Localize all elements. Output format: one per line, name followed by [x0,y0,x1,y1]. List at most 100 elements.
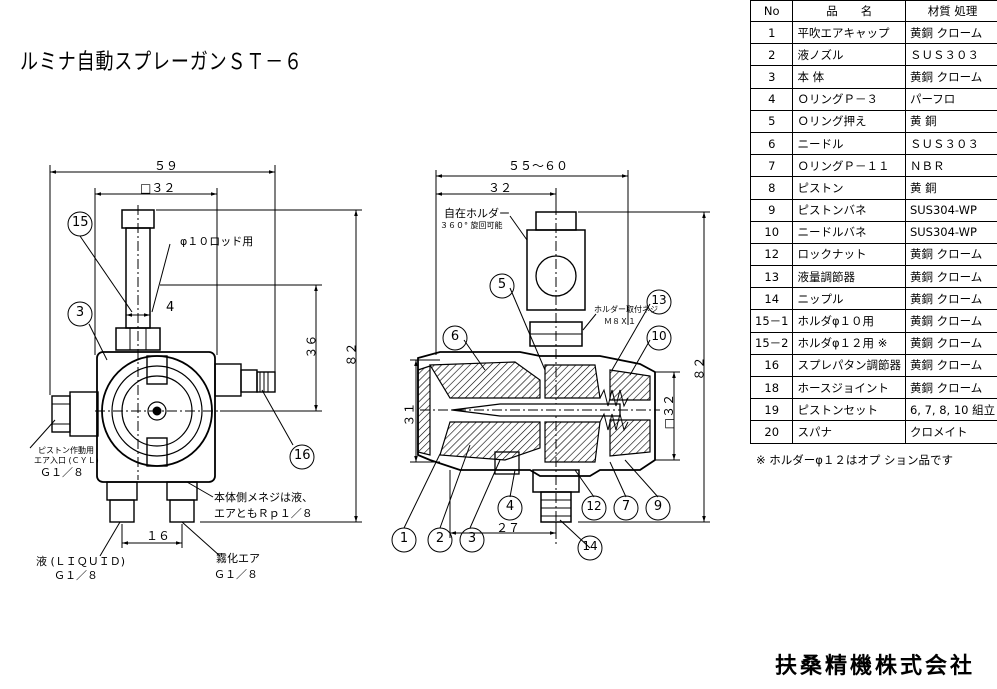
part-name: ホースジョイント [792,375,906,400]
part-name: ホルダφ１０用 [792,309,906,333]
dim-27: ２７ [496,521,521,535]
table-note: ※ ホルダーφ１２はオプ ション品です [756,453,954,467]
dim-sq32-side: □３２ [662,393,677,430]
header-material: 材質 処理 [904,0,997,22]
part-number: 16 [749,353,794,378]
company-name: 扶桑精機株式会社 [775,654,976,679]
part-number: 6 [749,131,794,156]
atomize-thread: Ｇ１／８ [214,568,258,581]
part-name: ニップル [792,287,906,311]
balloon-5: 5 [497,277,507,292]
balloon-6: 6 [450,329,460,344]
balloon-13: 13 [651,293,667,307]
balloon-15: 15 [72,215,89,230]
balloon-3-side: 3 [467,531,477,546]
part-name: 液量調節器 [792,265,906,289]
part-material: ＮＢＲ [904,154,997,178]
part-number: 3 [749,65,794,89]
part-material: 黄銅 クローム [904,287,997,311]
part-name: 平吹エアキャップ [792,20,906,45]
cyl-thread: Ｇ１／８ [40,466,84,479]
part-name: 液ノズル [792,43,906,67]
part-name: ＯリングＰ－３ [792,87,906,111]
part-name: ピストンセット [792,398,906,422]
part-material: 黄銅 クローム [904,265,997,289]
part-name: ピストン [792,176,906,200]
part-number: 12 [749,242,794,267]
cyl-label-2: エア入口 (ＣＹＬ) [34,456,99,465]
dim-59: ５９ [154,159,179,173]
balloon-9: 9 [653,499,663,514]
atomize-label: 霧化エア [216,552,260,565]
part-material: 黄銅 クローム [904,375,997,400]
page-title: ルミナ自動スプレーガンＳＴ－６ [20,50,303,75]
part-name: ホルダφ１２用 ※ [792,331,906,355]
dim-sq32-front: □３２ [140,181,176,195]
part-name: スプレパタン調節器 [792,353,906,378]
header-no: No [749,0,794,22]
part-name: スパナ [792,420,906,444]
part-number: 18 [749,375,794,400]
holder-label: 自在ホルダー [444,207,510,220]
part-material: パーフロ [904,87,997,111]
part-material: 黄銅 クローム [904,331,997,355]
balloon-1: 1 [399,531,409,546]
balloon-16: 16 [294,448,311,463]
dim-4: 4 [166,300,175,315]
part-name: ニードルバネ [792,220,906,244]
part-name: 本 体 [792,65,906,89]
part-material: SUS304-WP [904,220,997,244]
parts-table-header: No 品 名 材質 処理 [749,0,997,22]
part-material: ＳＵＳ３０３ [904,43,997,67]
part-name: ロックナット [792,242,906,267]
part-number: 4 [749,87,794,111]
part-material: 6, 7, 8, 10 組立 [904,398,997,422]
balloon-14: 14 [582,539,598,553]
holder-sub: ３６０° 旋回可能 [440,221,503,230]
holder-screw-size: Ｍ８Ｘ１ [604,317,636,326]
part-number: 2 [749,43,794,67]
dim-32-side: ３２ [488,181,513,195]
side-view [391,170,710,561]
part-name: ＯリングＰ－１１ [792,154,906,178]
part-number: 10 [749,220,794,244]
part-material: 黄銅 クローム [904,353,997,378]
header-name: 品 名 [792,0,906,22]
part-material: SUS304-WP [904,198,997,222]
cyl-label-1: ピストン作動用 [38,446,94,455]
part-number: 9 [749,198,794,222]
part-number: 15－1 [749,309,794,333]
part-number: 5 [749,109,794,133]
liquid-label: 液 (ＬＩＱＵＩＤ) [36,555,126,568]
part-name: Ｏリング押え [792,109,906,133]
balloon-7: 7 [621,499,631,514]
part-material: クロメイト [904,420,997,444]
dim-82-side: ８２ [692,356,707,381]
balloon-10: 10 [651,329,667,343]
balloon-2: 2 [435,531,445,546]
part-material: 黄銅 クローム [904,65,997,89]
part-name: ピストンバネ [792,198,906,222]
balloon-3-front: 3 [75,305,85,320]
body-note-1: 本体側メネジは液、 [214,491,313,504]
part-number: 14 [749,287,794,311]
part-material: 黄銅 クローム [904,242,997,267]
part-number: 1 [749,20,794,45]
rod-label: φ１０ロッド用 [180,235,254,248]
part-material: ＳＵＳ３０３ [904,131,997,156]
part-number: 7 [749,154,794,178]
liquid-thread: Ｇ１／８ [54,569,98,582]
